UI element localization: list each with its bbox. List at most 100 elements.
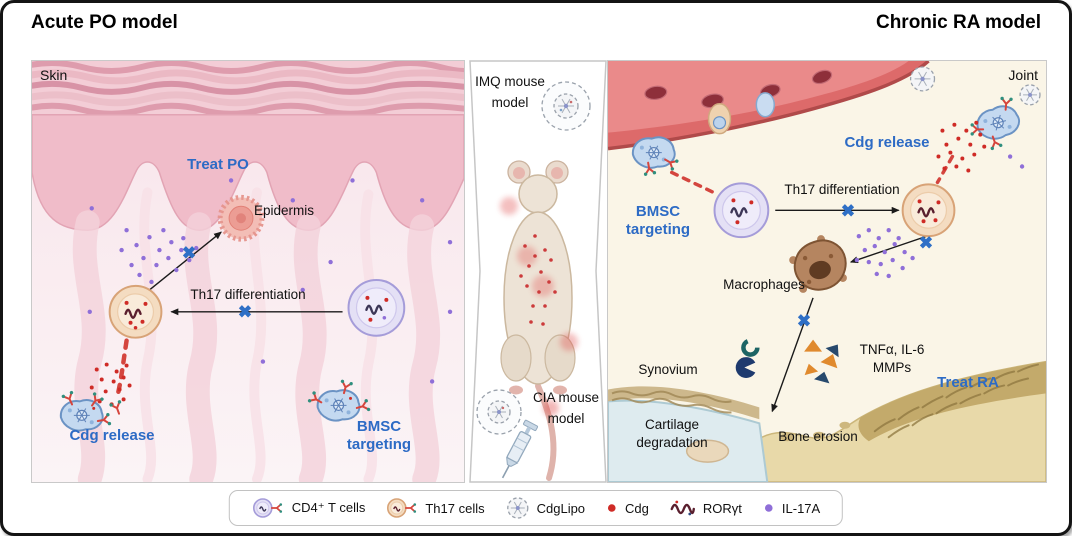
cdglipo-icon <box>506 497 529 519</box>
epidermis-cell <box>217 194 265 242</box>
legend-label-cdg: Cdg <box>625 500 649 516</box>
inhibit-cross-icon: ✖ <box>237 302 253 322</box>
skin-lesion-dots <box>519 234 557 326</box>
cdg-icon <box>608 504 616 512</box>
cartilage-degradation-label: Cartilage degradation <box>636 417 708 450</box>
syringe-icon <box>501 419 539 479</box>
cd4-t-cell <box>713 182 770 239</box>
roryt-icon <box>124 308 142 319</box>
antibody-icon <box>91 392 104 407</box>
antibody-icon <box>61 390 74 406</box>
legend-label-roryt: RORγt <box>702 500 742 516</box>
macrophage-cell <box>789 235 847 293</box>
cdglipo-icon <box>909 66 936 92</box>
legend-label-cdglipo: CdgLipo <box>536 500 586 516</box>
bone-erosion-pit <box>839 421 851 429</box>
bone-erosion-label: Bone erosion <box>778 429 858 444</box>
mouse <box>500 160 578 481</box>
th17-cell <box>901 183 956 238</box>
antibody-icon <box>990 135 1003 151</box>
bmsc-targeting-label: BMSC targeting <box>625 203 691 238</box>
legend-item-roryt: RORγt <box>669 496 742 520</box>
mouse-model-panel: IMQ mouse model CIA mouse model <box>469 60 607 483</box>
legend: CD4⁺ T cells Th17 cells CdgLipo Cdg <box>228 490 844 526</box>
bone <box>754 360 1046 482</box>
bmsc-cell <box>307 379 371 422</box>
cdglipo-capsule <box>541 81 591 131</box>
mouse-illustration <box>469 60 607 483</box>
cytokines-label: TNFα, IL-6 <box>859 342 925 357</box>
bmsc-cell <box>970 96 1021 151</box>
skin-illustration <box>32 61 464 482</box>
roryt-icon <box>670 500 696 516</box>
antibody-icon <box>340 379 353 395</box>
il17a-dots <box>854 154 1025 279</box>
legend-item-cdg: Cdg <box>605 501 649 516</box>
stratum-corneum-strands <box>32 61 464 117</box>
antibody-icon <box>1000 96 1013 111</box>
il17a-icon <box>765 504 773 512</box>
synovium <box>608 386 760 420</box>
cdglipo-icon <box>553 93 579 119</box>
imq-model-label: IMQ mouse model <box>475 74 545 110</box>
cytokines-label-group: TNFα, IL-6 MMPs <box>842 341 942 376</box>
treat-po-label: Treat PO <box>187 156 249 173</box>
bmsc-cell <box>631 136 679 176</box>
il17a-dots <box>87 178 453 384</box>
th17-differentiation-label: Th17 differentiation <box>190 287 306 302</box>
antibody-icon <box>643 161 657 176</box>
roryt-icon <box>730 207 748 218</box>
inhibit-cross-icon: ✖ <box>918 233 934 253</box>
bone-erosion-pit <box>780 433 795 442</box>
inhibit-cross-icon: ✖ <box>840 201 856 221</box>
antibody-icon <box>109 400 122 415</box>
inhibit-cross-icon: ✖ <box>181 243 197 263</box>
antibody-icon <box>970 123 985 136</box>
antibody-chain <box>669 170 720 197</box>
joint-illustration <box>608 61 1046 482</box>
mmps-label: MMPs <box>872 359 912 375</box>
cdglipo-icon <box>487 400 511 424</box>
cdg-release-label: Cdg release <box>69 427 155 444</box>
legend-item-cdglipo: CdgLipo <box>505 495 585 521</box>
skin-region-label: Skin <box>40 67 68 83</box>
synovium-label: Synovium <box>638 362 698 377</box>
bmsc-targeting-label: BMSC targeting <box>346 418 412 453</box>
cia-model-label: CIA mouse model <box>532 390 600 426</box>
roryt-icon <box>365 304 383 315</box>
cdglipo-capsule <box>476 389 522 435</box>
joint-panel: Joint BMSC targeting Th17 differentiatio… <box>607 60 1047 483</box>
inhibit-cross-icon: ✖ <box>796 311 812 331</box>
legend-label-il17a: IL-17A <box>781 500 821 516</box>
legend-label-th17: Th17 cells <box>425 500 485 516</box>
antibody-icon <box>96 413 112 426</box>
cdg-dots <box>89 362 132 407</box>
cartilage-lesion <box>685 439 730 463</box>
cd4-t-cell-icon <box>252 498 283 518</box>
cdglipo-icon <box>1019 84 1041 106</box>
epidermis-label: Epidermis <box>254 203 315 218</box>
cartilage <box>608 399 769 482</box>
epidermis-layer <box>32 113 464 231</box>
antibody-icon <box>355 399 371 412</box>
cytokine-shapes <box>735 338 839 384</box>
th17-cell <box>108 284 163 339</box>
joint-region-label: Joint <box>1008 67 1038 83</box>
antibody-icon <box>307 391 323 404</box>
bone-erosion-pit <box>813 431 826 439</box>
cd4-t-cell <box>347 278 406 337</box>
th17-cell-icon <box>386 498 416 518</box>
legend-item-il17a: IL-17A <box>762 501 820 516</box>
treat-ra-label: Treat RA <box>937 374 999 391</box>
cdg-dots <box>936 120 987 173</box>
title-acute-po: Acute PO model <box>31 12 178 33</box>
legend-item-th17: Th17 cells <box>385 496 485 520</box>
dermal-ridges <box>72 210 441 482</box>
macrophages-label: Macrophages <box>723 277 805 292</box>
title-chronic-ra: Chronic RA model <box>875 12 1041 33</box>
roryt-icon <box>917 207 935 218</box>
antibody-icon <box>664 158 679 171</box>
legend-item-cd4: CD4⁺ T cells <box>252 496 365 520</box>
skin-panel: Skin Treat PO Epidermis Th17 differentia… <box>31 60 465 483</box>
